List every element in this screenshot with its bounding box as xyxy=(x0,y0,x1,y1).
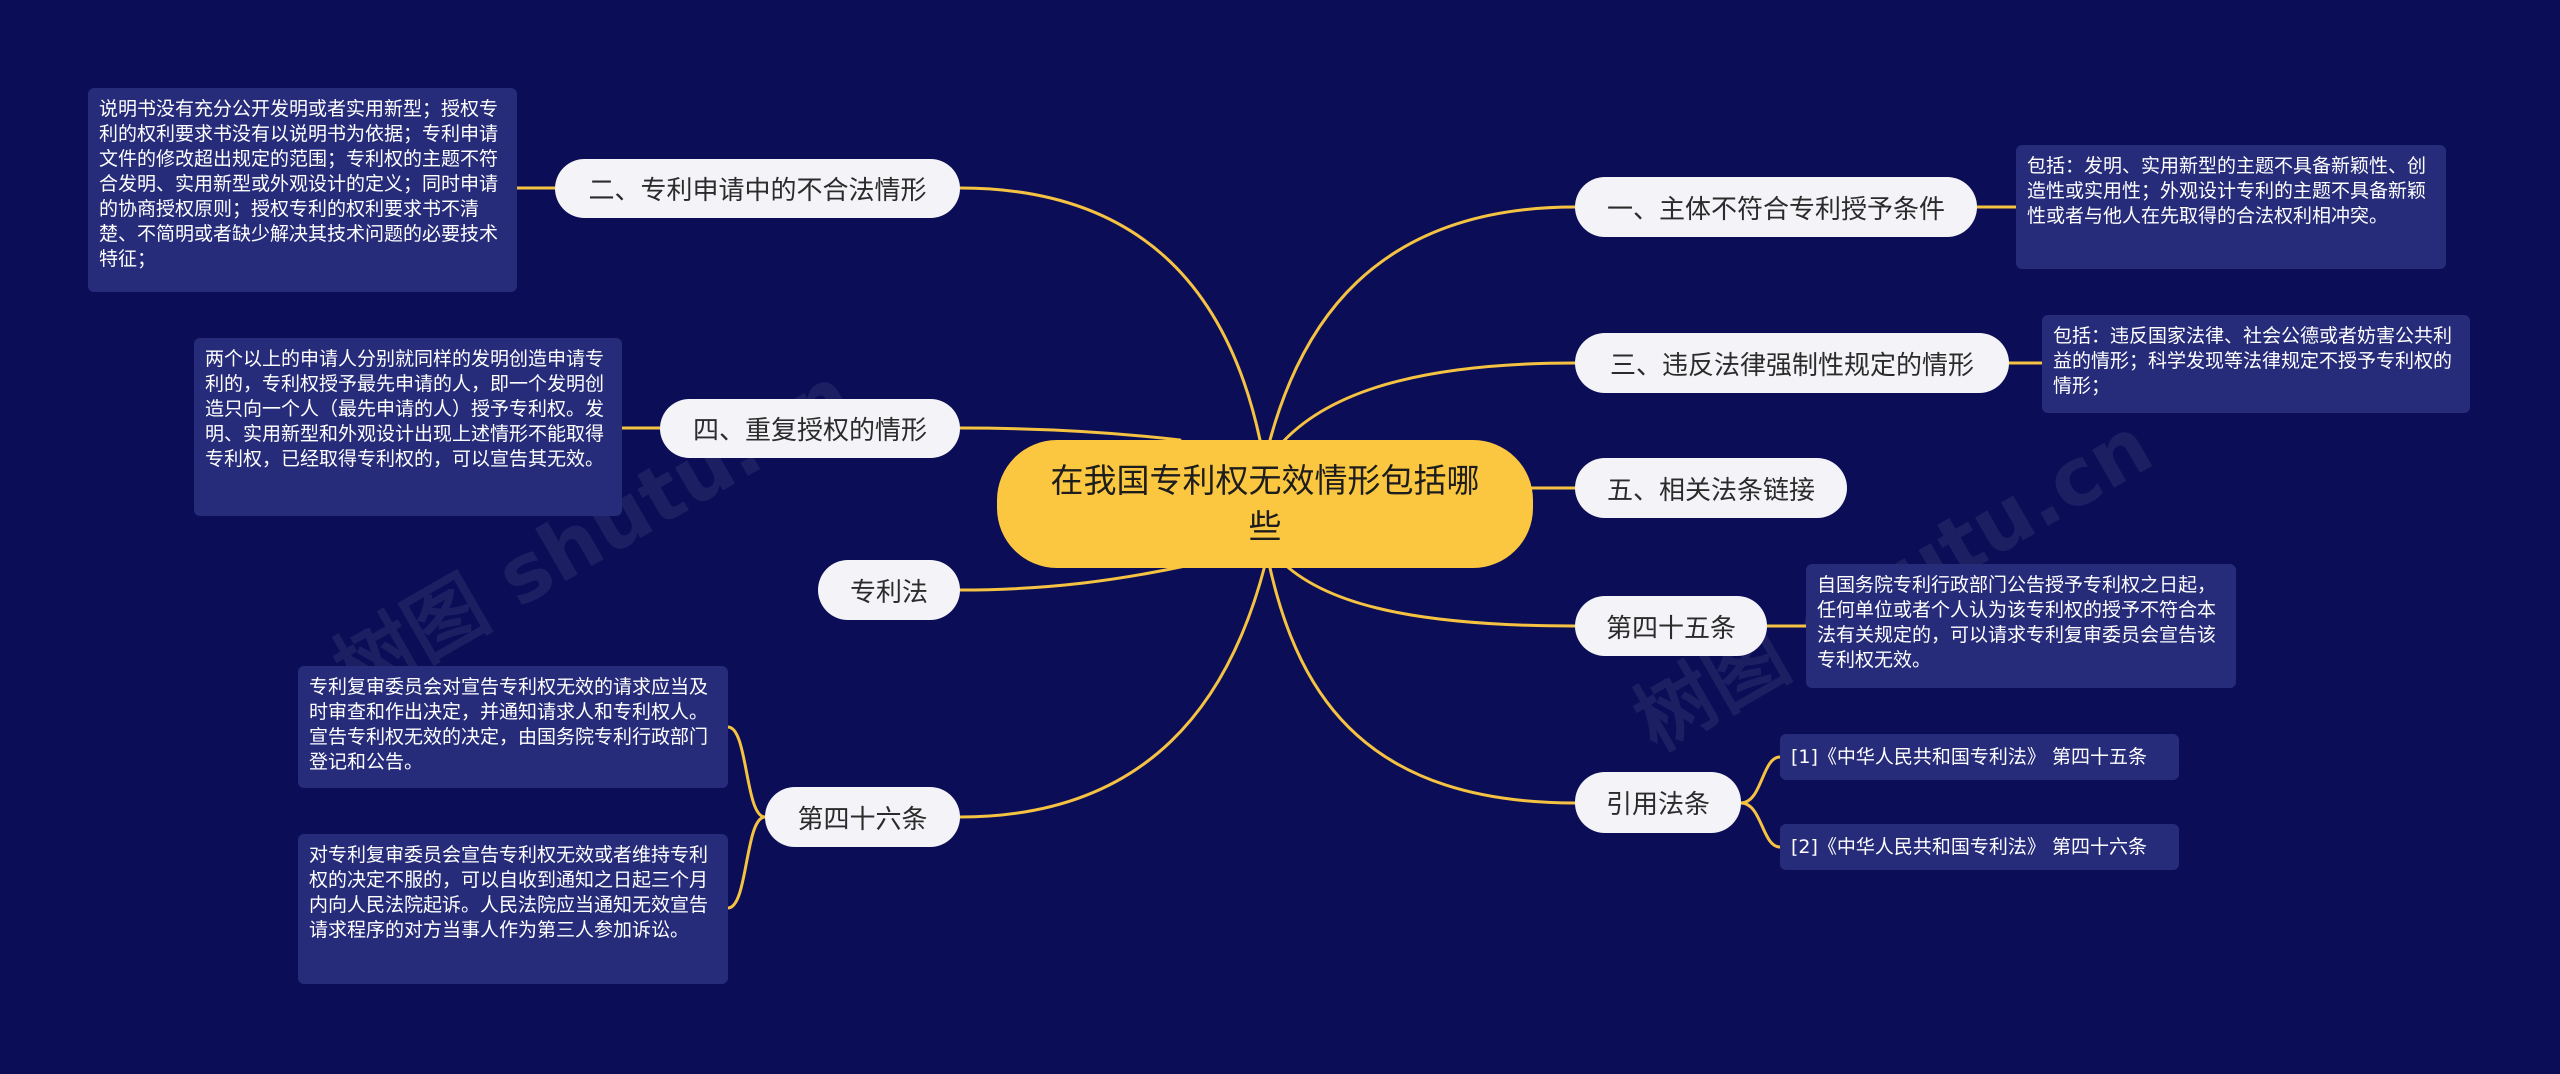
leaf-b1-detail: 包括：发明、实用新型的主题不具备新颖性、创造性或实用性；外观设计专利的主题不具备… xyxy=(2016,145,2446,269)
leaf-b4-detail: 两个以上的申请人分别就同样的发明创造申请专利的，专利权授予最先申请的人，即一个发… xyxy=(194,338,622,516)
leaf-ref-2[interactable]: [2]《中华人民共和国专利法》 第四十六条 xyxy=(1780,824,2179,870)
leaf-a46-detail-2: 对专利复审委员会宣告专利权无效或者维持专利权的决定不服的，可以自收到通知之日起三… xyxy=(298,834,728,984)
link-center-refs xyxy=(1268,566,1577,805)
bracket-a46 xyxy=(726,725,767,910)
link-center-b2 xyxy=(958,186,1262,442)
branch-b4[interactable]: 四、重复授权的情形 xyxy=(660,399,960,458)
branch-law[interactable]: 专利法 xyxy=(818,560,960,620)
branch-a46[interactable]: 第四十六条 xyxy=(765,787,960,847)
center-topic[interactable]: 在我国专利权无效情形包括哪些 xyxy=(997,440,1533,568)
leaf-b2-detail: 说明书没有充分公开发明或者实用新型；授权专利的权利要求书没有以说明书为依据；专利… xyxy=(88,88,517,292)
link-center-b1 xyxy=(1268,205,1577,442)
branch-b1[interactable]: 一、主体不符合专利授予条件 xyxy=(1575,177,1977,237)
leaf-a45-detail: 自国务院专利行政部门公告授予专利权之日起，任何单位或者个人认为该专利权的授予不符… xyxy=(1806,564,2236,688)
link-center-b3 xyxy=(1278,361,1577,447)
link-center-b4 xyxy=(958,426,1182,442)
link-center-a46 xyxy=(958,563,1267,819)
link-center-law xyxy=(958,563,1192,592)
branch-b5[interactable]: 五、相关法条链接 xyxy=(1575,458,1847,518)
link-center-a45 xyxy=(1278,558,1577,628)
leaf-b3-detail: 包括：违反国家法律、社会公德或者妨害公共利益的情形；科学发现等法律规定不授予专利… xyxy=(2042,315,2470,413)
branch-refs[interactable]: 引用法条 xyxy=(1575,772,1741,833)
leaf-a46-detail-1: 专利复审委员会对宣告专利权无效的请求应当及时审查和作出决定，并通知请求人和专利权… xyxy=(298,666,728,788)
branch-a45[interactable]: 第四十五条 xyxy=(1575,596,1767,656)
branch-b2[interactable]: 二、专利申请中的不合法情形 xyxy=(555,159,960,218)
branch-b3[interactable]: 三、违反法律强制性规定的情形 xyxy=(1575,333,2009,393)
bracket-refs xyxy=(1739,755,1782,849)
leaf-ref-1[interactable]: [1]《中华人民共和国专利法》 第四十五条 xyxy=(1780,734,2179,780)
